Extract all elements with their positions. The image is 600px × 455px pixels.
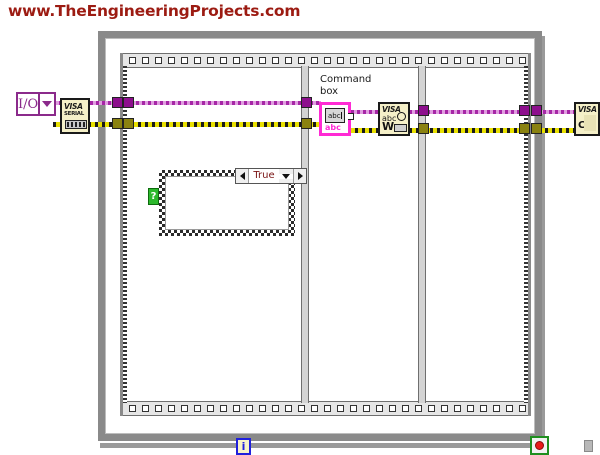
sequence-frame-divider-2[interactable] [418,66,426,403]
wire-error-segment-5[interactable] [531,128,576,133]
visa-write-abc-icon: abc [382,114,397,123]
visa-write-title: VISA [382,105,401,114]
wire-visa-segment-2[interactable] [90,101,126,105]
visa-serial-subtitle: SERIAL [64,111,84,117]
tunnel-error-frame-1[interactable] [301,118,312,129]
window-shadow-right [540,36,545,448]
sequence-frame-divider-1[interactable] [301,66,309,403]
wire-error-segment-4[interactable] [409,128,525,133]
wire-visa-segment-3[interactable] [124,101,321,105]
tunnel-visa-frame-2[interactable] [418,105,429,116]
wire-error-segment-2[interactable] [124,122,322,127]
clock-icon [397,112,406,121]
visa-serial-title: VISA [64,102,83,111]
visa-configure-serial-port-node[interactable]: VISA SERIAL [60,98,90,134]
tunnel-visa-loop-in[interactable] [112,97,123,108]
case-selector-question-icon: ? [150,190,157,202]
plug-icon [584,115,596,131]
case-selector-bar[interactable]: True [235,168,307,184]
visa-write-letter: W [382,120,395,133]
wire-error-segment-1[interactable] [53,122,127,127]
command-box-label-line2: box [320,86,339,97]
stop-icon [535,441,544,450]
wire-visa-segment-4[interactable] [351,110,379,114]
sequence-bottom-filmstrip [123,401,528,416]
window-shadow-bottom [100,443,544,448]
tunnel-error-loop-in[interactable] [112,118,123,129]
tunnel-error-seq-in[interactable] [123,118,134,129]
visa-write-device-icon [394,124,407,132]
scroll-corner[interactable] [584,440,593,452]
case-structure[interactable]: True [153,164,307,242]
command-box-terminal-tag: abc [325,123,341,132]
chevron-down-icon[interactable] [40,94,54,114]
case-dropdown-icon[interactable] [279,173,293,179]
tunnel-error-seq-out[interactable] [519,123,530,134]
string-field[interactable]: abc [325,108,345,123]
tunnel-error-loop-out[interactable] [531,123,542,134]
visa-resource-control[interactable]: I/O [16,92,56,116]
wire-error-segment-3[interactable] [348,128,380,133]
block-diagram-canvas[interactable]: I/O VISA SERIAL True ? Command box abc a… [0,22,600,455]
wire-visa-segment-5[interactable] [409,110,524,114]
sequence-top-filmstrip [123,53,528,68]
wire-visa-segment-6[interactable] [531,110,576,114]
sequence-left-edge [123,66,127,403]
command-box-label: Command box [320,74,380,98]
tunnel-visa-seq-out[interactable] [519,105,530,116]
command-box-label-line1: Command [320,74,372,85]
sequence-right-edge [524,66,528,403]
visa-close-letter: C [578,120,586,131]
tunnel-error-frame-2[interactable] [418,123,429,134]
visa-close-title: VISA [578,105,597,114]
case-structure-body[interactable] [165,176,289,230]
iteration-label: i [241,440,246,453]
tunnel-visa-seq-in[interactable] [123,97,134,108]
command-box-output-stub [348,113,354,120]
command-box-string-control[interactable]: abc abc [319,102,354,136]
cursor-icon [340,112,342,119]
case-next-arrow-icon[interactable] [293,169,306,183]
serial-connector-icon [65,120,87,129]
page-title: www.TheEngineeringProjects.com [8,2,301,20]
tunnel-visa-frame-1[interactable] [301,97,312,108]
case-selector-label: True [249,169,279,183]
abc-icon: abc [328,111,341,120]
io-icon: I/O [18,94,41,114]
loop-stop-terminal[interactable] [530,436,549,455]
visa-close-node[interactable]: VISA C [574,102,600,136]
case-selector-terminal[interactable]: ? [148,188,159,205]
tunnel-visa-loop-out[interactable] [531,105,542,116]
case-prev-arrow-icon[interactable] [236,169,249,183]
visa-write-node[interactable]: VISA abc W [378,102,410,136]
loop-iteration-terminal[interactable]: i [236,438,251,455]
